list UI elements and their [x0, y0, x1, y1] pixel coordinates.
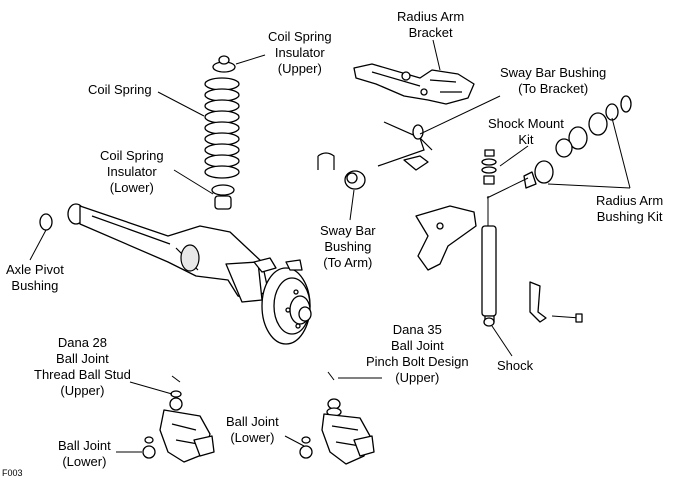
- label-ball-joint-lower-center: Ball Joint(Lower): [226, 414, 279, 445]
- coil-spring-part: [204, 77, 240, 179]
- label-shock: Shock: [497, 358, 534, 373]
- radius-arm-bushing-kit-part: [523, 95, 632, 189]
- coil-spring-upper-insulator-part: [212, 55, 236, 73]
- axle-beam-part: [39, 203, 269, 303]
- sway-bar-arm-bushing-part: [317, 152, 366, 190]
- label-coil-spring: Coil Spring: [88, 82, 152, 97]
- figure-code: F003: [2, 468, 23, 478]
- hub-rotor-part: [253, 257, 312, 345]
- sway-link-bracket-part: [529, 281, 583, 323]
- coil-spring-lower-insulator-part: [211, 184, 235, 210]
- radius-arm-bracket-part: [353, 63, 475, 105]
- shock-part: [415, 177, 529, 327]
- dana28-knuckle-part: [142, 375, 215, 463]
- sway-bar-part: [377, 121, 433, 171]
- dana35-knuckle-part: [299, 371, 375, 465]
- shock-mount-kit-part: [481, 149, 497, 185]
- label-ball-joint-lower-left: Ball Joint(Lower): [58, 438, 111, 469]
- leader-lines: [29, 39, 631, 453]
- label-sway-bar-bushing-bracket: Sway Bar Bushing(To Bracket): [500, 65, 607, 96]
